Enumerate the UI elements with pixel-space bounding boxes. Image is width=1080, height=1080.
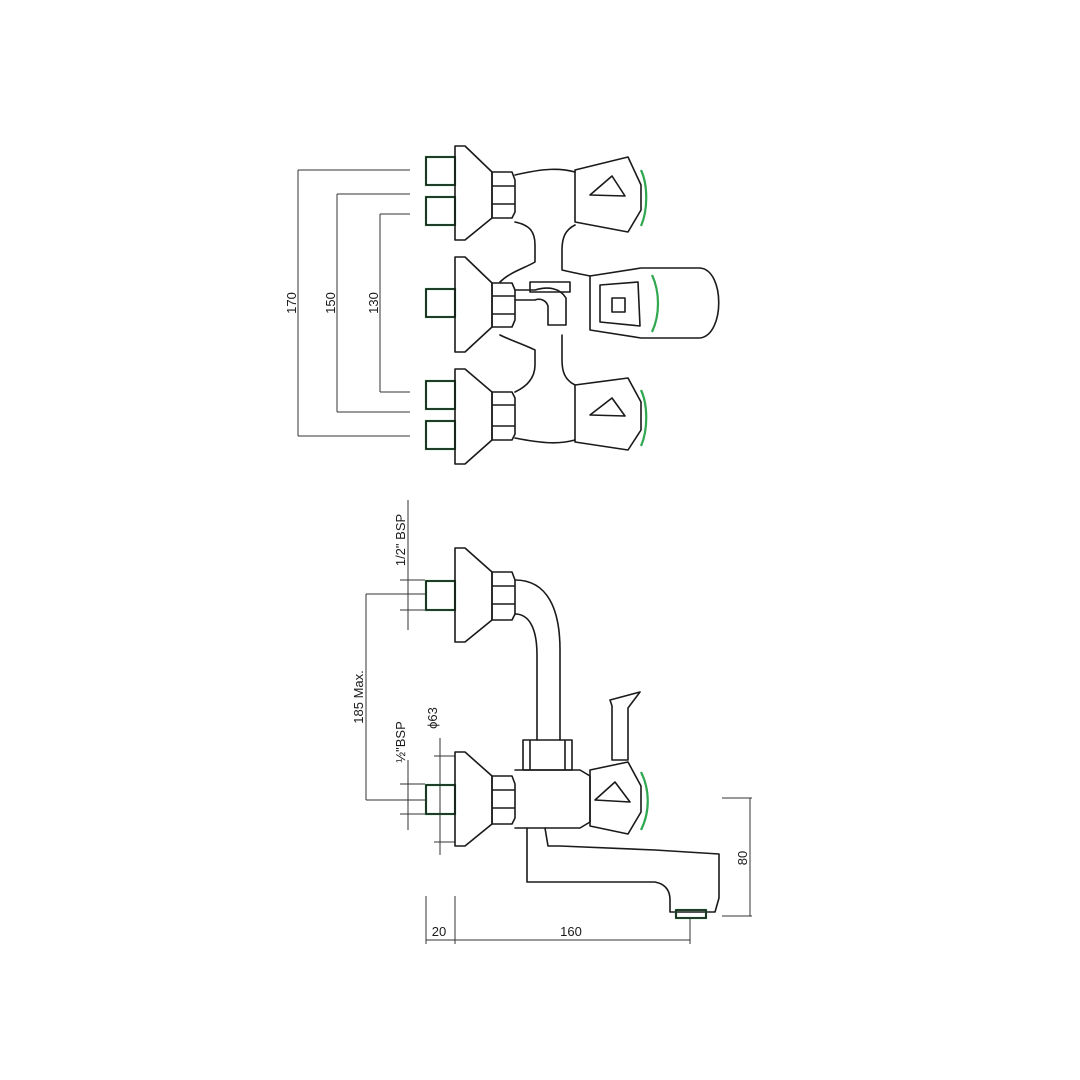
middle-swivel-cap <box>529 281 571 293</box>
middle-inlet-nut <box>491 282 516 328</box>
bottom-inlet-pipe-2 <box>424 419 457 451</box>
height-max-dimension <box>365 593 425 801</box>
dim-flange-diameter: ϕ63 <box>425 707 440 729</box>
dim-overall-170: 170 <box>284 292 299 314</box>
bottom-dimensions <box>425 896 691 944</box>
top-inlet-pipe-2 <box>424 195 457 227</box>
upper-thread-dimension <box>400 500 425 630</box>
side-lower-nut <box>491 775 516 825</box>
flange-diameter-dimension <box>434 738 455 855</box>
side-upper-inlet-pipe <box>424 579 457 612</box>
dim-height-max: 185 Max. <box>351 670 366 723</box>
middle-inlet-pipe <box>424 287 457 319</box>
top-inlet-flange <box>454 145 493 241</box>
spout-height-dimension <box>722 797 752 917</box>
bottom-inlet-pipe-1 <box>424 379 457 411</box>
mixer-body <box>514 769 591 829</box>
side-lower-flange <box>454 751 493 847</box>
top-view: 170 150 130 <box>284 145 720 465</box>
dim-inner-130: 130 <box>366 292 381 314</box>
top-view-body <box>499 168 591 444</box>
bottom-inlet-flange <box>454 368 493 465</box>
bottom-inlet-assembly <box>424 368 516 465</box>
side-upper-nut <box>491 571 516 621</box>
side-lower-inlet <box>424 751 516 847</box>
bottom-inlet-nut <box>491 391 516 441</box>
bottom-handle <box>574 377 648 451</box>
dim-middle-150: 150 <box>323 292 338 314</box>
riser-pipe <box>514 579 561 741</box>
top-inlet-assembly <box>424 145 516 241</box>
dim-offset: 20 <box>432 924 446 939</box>
middle-inlet-flange <box>454 256 493 353</box>
middle-inlet-assembly <box>424 256 571 353</box>
dim-spout-height: 80 <box>735 851 750 865</box>
side-upper-inlet <box>424 547 516 643</box>
riser-nut <box>522 739 573 771</box>
middle-handle <box>589 267 720 339</box>
side-handle <box>589 761 649 835</box>
lower-thread-dimension <box>400 760 425 830</box>
top-inlet-pipe-1 <box>424 155 457 187</box>
middle-swivel-elbow <box>514 287 567 326</box>
spout <box>526 827 720 913</box>
top-handle <box>574 156 648 233</box>
diverter-lever <box>609 691 641 761</box>
dim-lower-thread: ½"BSP <box>393 721 408 762</box>
top-inlet-nut <box>491 171 516 219</box>
side-upper-flange <box>454 547 493 643</box>
side-view: 1/2" BSP 185 Max. ½"BSP ϕ63 <box>351 500 752 944</box>
top-view-dimension-lines <box>297 169 410 437</box>
dim-spout-length: 160 <box>560 924 582 939</box>
dim-upper-thread: 1/2" BSP <box>393 514 408 566</box>
